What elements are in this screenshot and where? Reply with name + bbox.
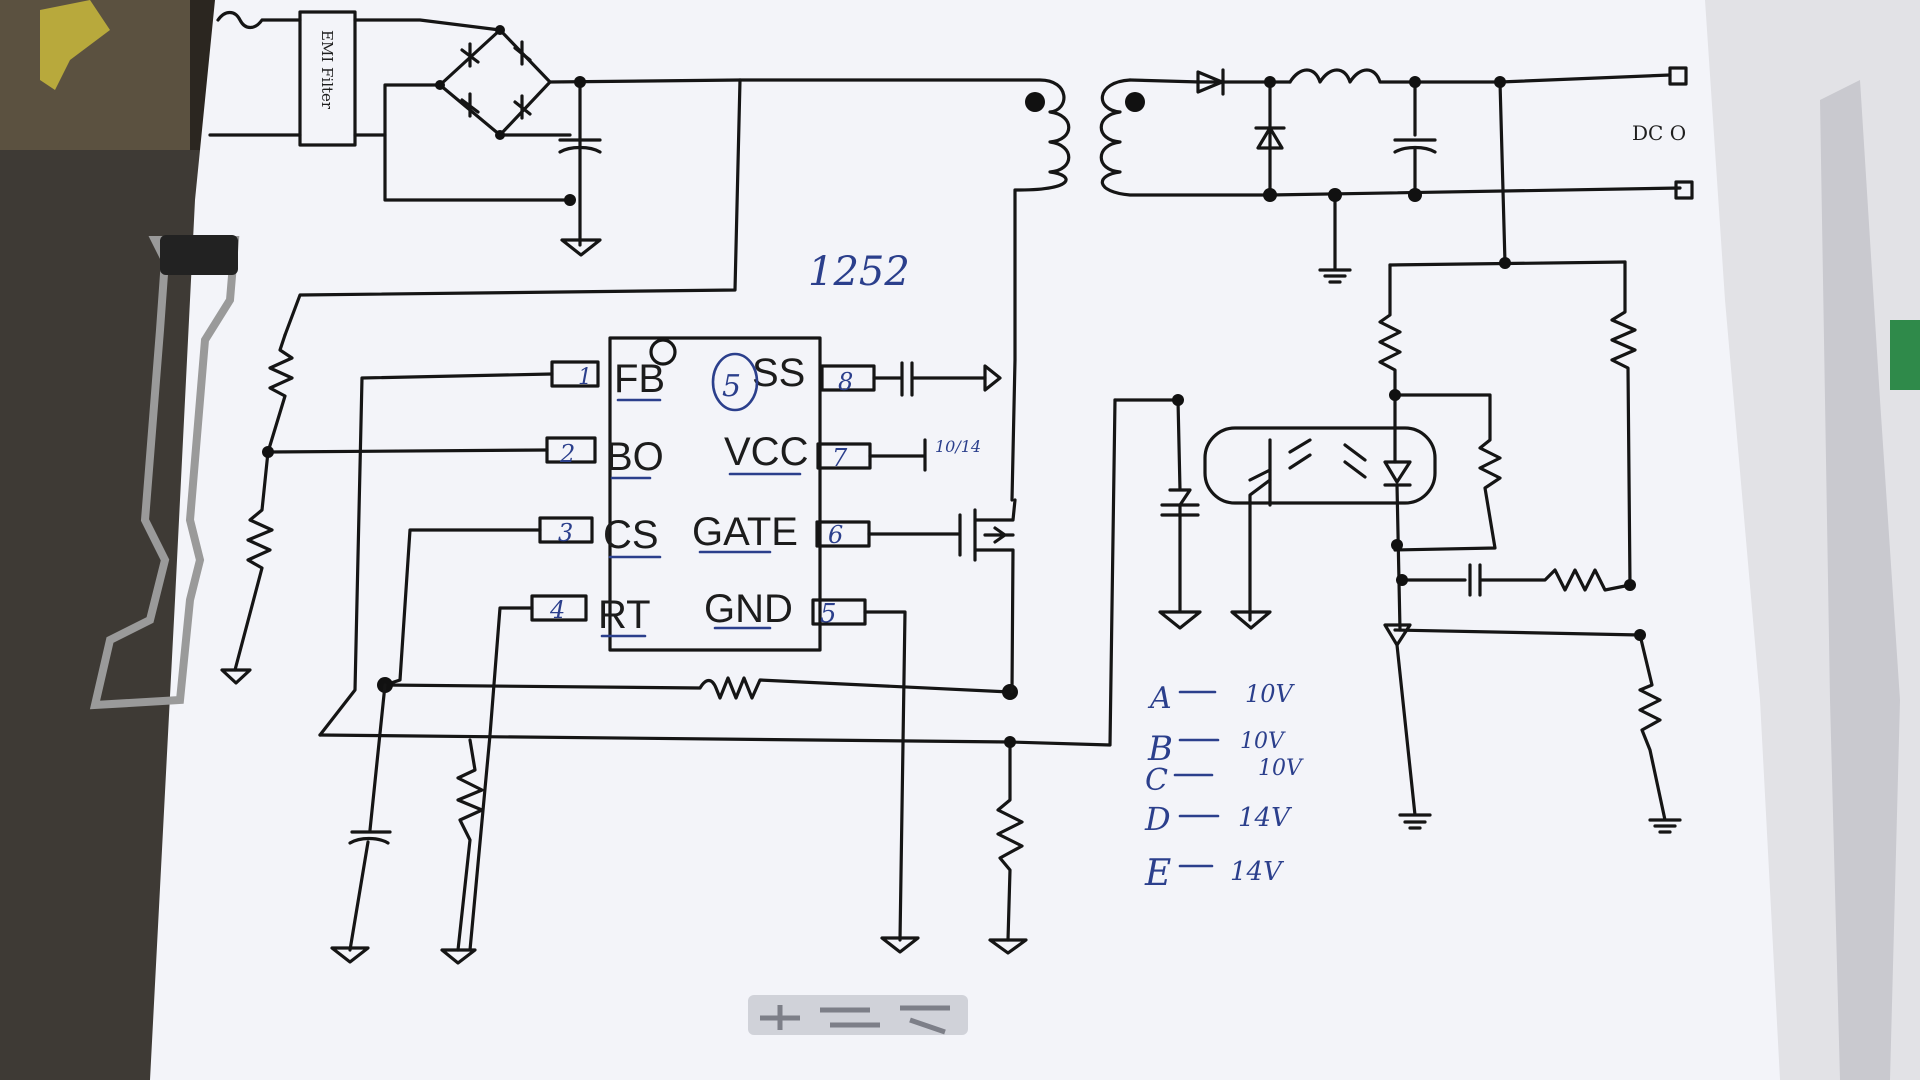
dc-output-label: DC O — [1632, 121, 1686, 145]
pin-rt-label: RT — [598, 593, 651, 637]
pin-vcc-label: VCC — [724, 430, 808, 474]
chip-model-note: 1252 — [808, 249, 910, 295]
green-object — [1890, 320, 1920, 390]
clipboard-clip-tab — [160, 235, 238, 275]
pin-3-number: 3 — [558, 519, 573, 547]
output-section: DC O — [1128, 66, 1694, 284]
transformer — [283, 78, 1272, 502]
ss-circled-note: 5 — [722, 369, 741, 404]
paper-sheet — [150, 0, 1780, 1080]
pin-2-number: 2 — [559, 440, 575, 468]
pin-8-number: 8 — [838, 368, 853, 396]
blurred-watermark-strokes — [760, 1005, 950, 1035]
ss-circle-mark — [711, 352, 759, 412]
handwritten-notes: 1252 A 10V B 10V C 10V D 14V E 14V — [808, 249, 1304, 894]
pin-bo-label: BO — [606, 435, 664, 479]
right-paper-stack-shadow — [1820, 80, 1900, 1080]
voltage-note-a-label: A — [1147, 681, 1172, 716]
voltage-note-d-value: 14V — [1238, 803, 1292, 833]
pin-ss-label: SS — [752, 351, 805, 395]
input-section: EMI Filter — [208, 10, 742, 257]
pin-6-number: 6 — [828, 521, 843, 549]
pin-1-number: 1 — [578, 365, 592, 390]
vcc-voltage-note: 10/14 — [935, 437, 981, 456]
feedback-section — [1008, 257, 1682, 834]
pin-gate-label: GATE — [692, 510, 798, 554]
voltage-note-c-value: 10V — [1258, 756, 1304, 781]
voltage-note-b-label: B — [1147, 729, 1173, 769]
voltage-note-d-label: D — [1144, 800, 1171, 838]
pin-5-number: 5 — [820, 599, 837, 629]
pin-fb-label: FB — [614, 357, 665, 401]
voltage-note-e-label: E — [1144, 853, 1171, 894]
clipboard-clip — [89, 236, 240, 710]
emi-filter-label: EMI Filter — [318, 30, 336, 110]
pin-gnd-label: GND — [704, 587, 793, 631]
blurred-watermark — [748, 995, 968, 1035]
pin-4-number: 4 — [549, 596, 565, 624]
pin-7-number: 7 — [832, 444, 848, 472]
voltage-note-a-value: 10V — [1245, 680, 1296, 708]
voltage-note-c-label: C — [1145, 763, 1168, 798]
ic-wiring: 10/14 — [220, 333, 1028, 965]
voltage-note-b-value: 10V — [1240, 729, 1286, 754]
pin-cs-label: CS — [603, 513, 659, 557]
yellow-object — [40, 0, 110, 90]
voltage-note-e-value: 14V — [1230, 857, 1284, 887]
